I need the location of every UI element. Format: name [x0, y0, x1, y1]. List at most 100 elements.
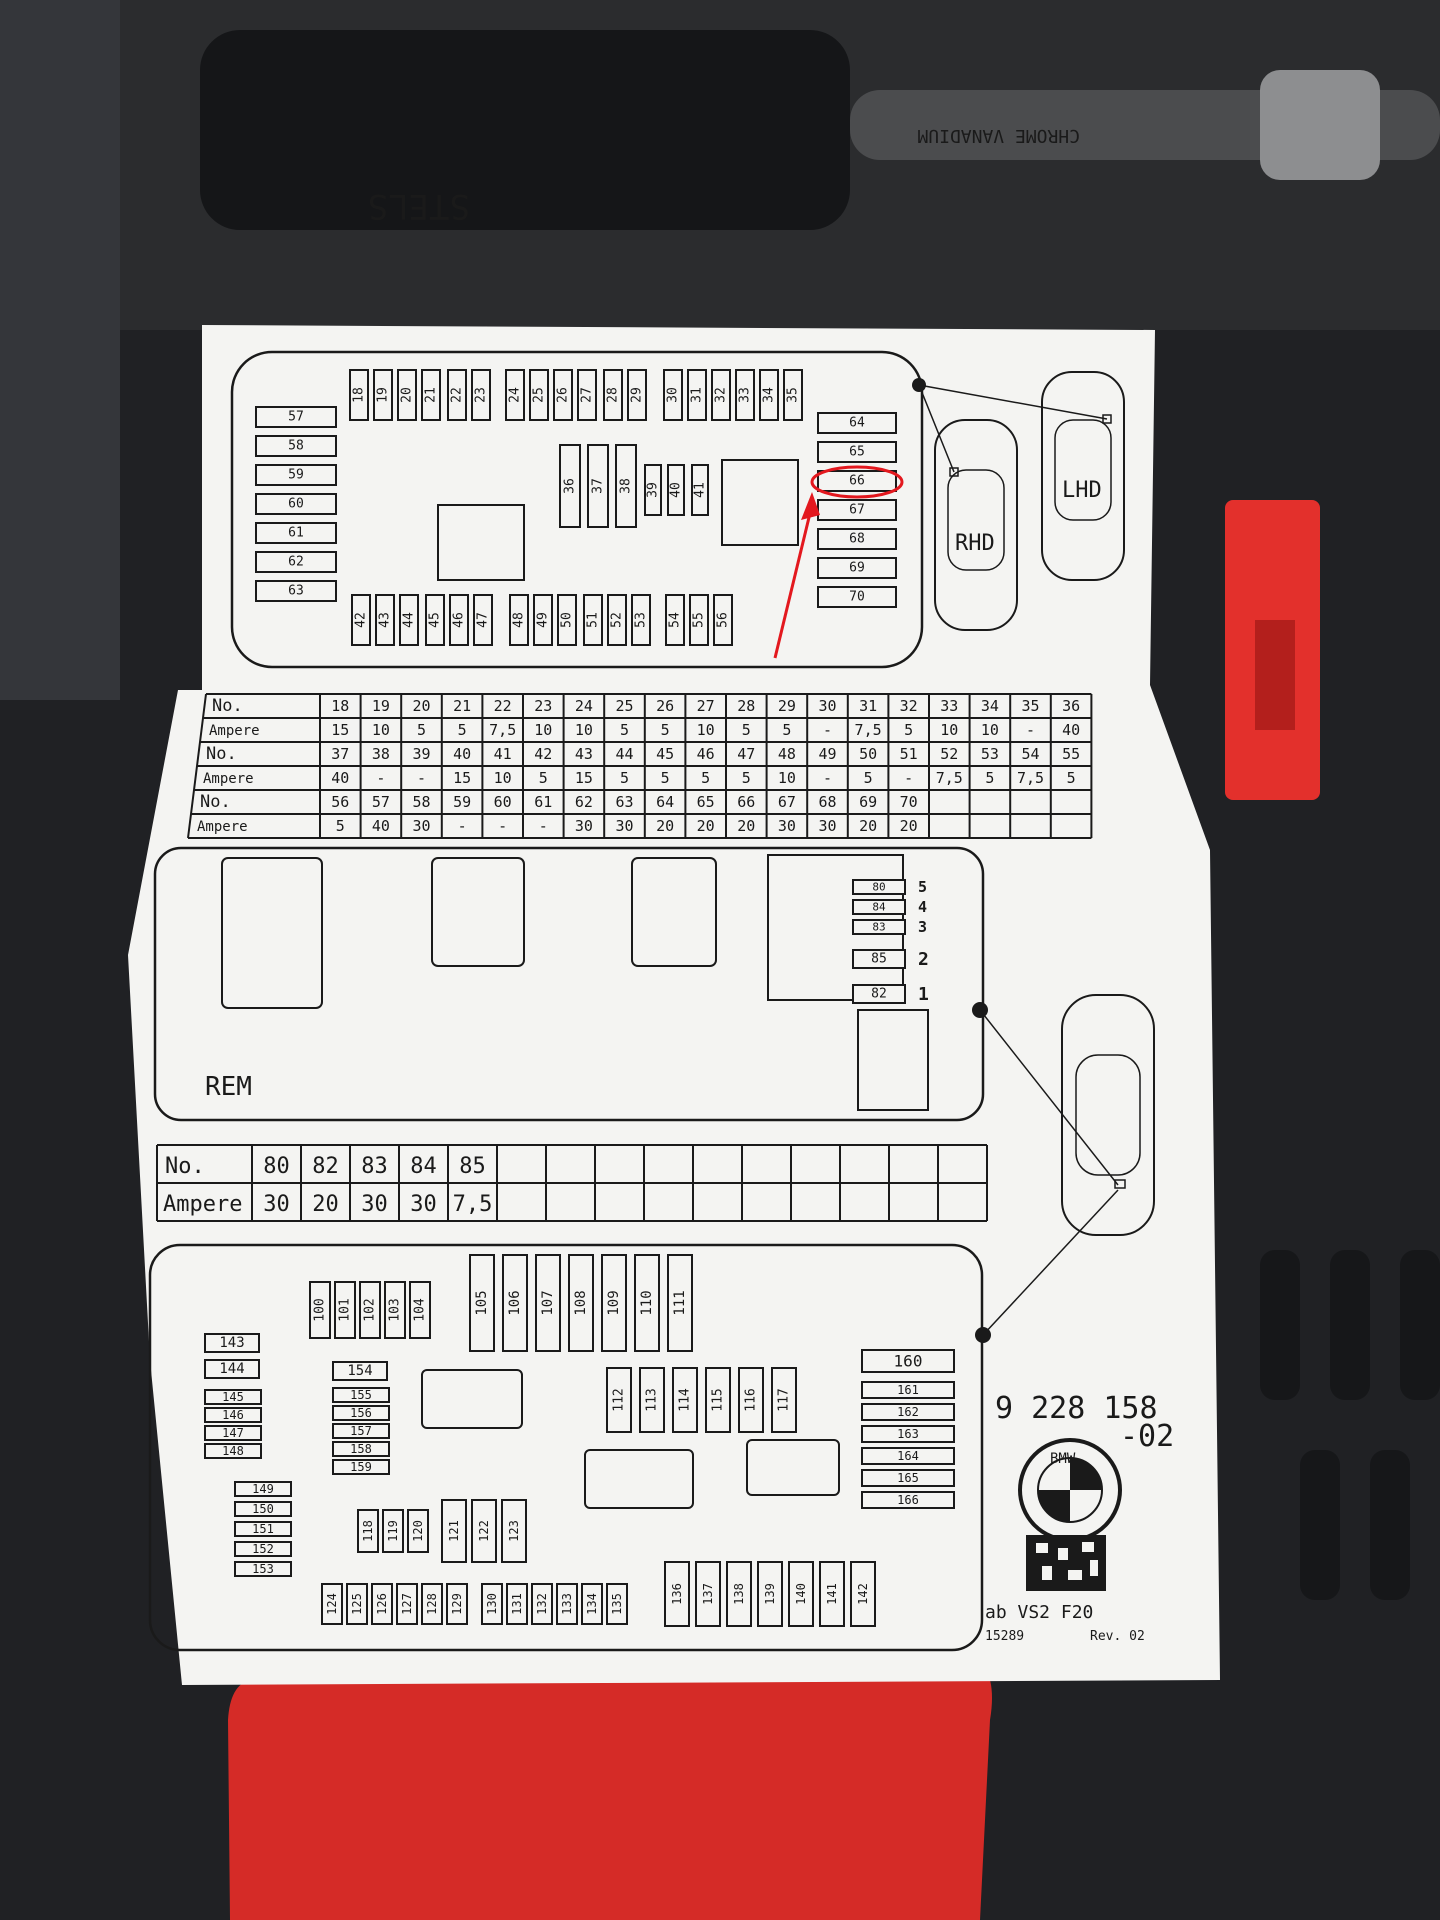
svg-text:66: 66 — [849, 474, 865, 489]
svg-text:BMW: BMW — [1050, 1451, 1076, 1467]
svg-text:136: 136 — [670, 1583, 684, 1605]
table-cell: 36 — [1062, 697, 1080, 715]
svg-text:33: 33 — [738, 387, 753, 403]
svg-text:43: 43 — [378, 612, 393, 628]
svg-text:63: 63 — [288, 584, 304, 599]
fuse-46: 46 — [449, 594, 469, 646]
fuse-48: 48 — [509, 594, 529, 646]
table-cell: 32 — [900, 697, 918, 715]
table-cell: 5 — [661, 769, 670, 787]
svg-text:38: 38 — [619, 478, 634, 494]
relay-block — [631, 857, 717, 967]
svg-text:34: 34 — [762, 387, 777, 403]
model-code: ab VS2 F20 — [985, 1602, 1093, 1623]
table-cell: 49 — [818, 745, 836, 763]
svg-text:120: 120 — [411, 1520, 425, 1542]
fuse-20: 20 — [397, 369, 417, 421]
table-cell: 40 — [453, 745, 471, 763]
svg-text:118: 118 — [361, 1520, 375, 1542]
svg-text:107: 107 — [540, 1290, 556, 1315]
svg-text:130: 130 — [485, 1593, 499, 1615]
table-cell: 30 — [263, 1192, 290, 1217]
bmw-logo-icon: BMW — [1018, 1438, 1122, 1542]
fuse-32: 32 — [711, 369, 731, 421]
svg-text:62: 62 — [288, 555, 304, 570]
fuse-152: 152 — [234, 1541, 292, 1557]
fuse-30: 30 — [663, 369, 683, 421]
fuse-37: 37 — [587, 444, 609, 528]
relay-block — [746, 1439, 840, 1496]
rem-box-outline — [153, 846, 985, 1122]
print-code: 15289 — [985, 1629, 1024, 1644]
table-cell: 5 — [701, 769, 710, 787]
table-cell: 64 — [656, 793, 674, 811]
fuse-161: 161 — [861, 1381, 955, 1399]
fuse-126: 126 — [371, 1583, 393, 1625]
svg-text:51: 51 — [586, 612, 601, 628]
svg-text:164: 164 — [897, 1449, 919, 1463]
fuse-144: 144 — [204, 1359, 260, 1379]
fuse-142: 142 — [850, 1561, 876, 1627]
table-cell: 7,5 — [936, 769, 963, 787]
svg-text:124: 124 — [325, 1593, 339, 1615]
table-cell: 40 — [372, 817, 390, 835]
fuse-34: 34 — [759, 369, 779, 421]
fuse-70: 70 — [817, 586, 897, 608]
svg-text:132: 132 — [535, 1593, 549, 1615]
table-cell: 20 — [859, 817, 877, 835]
svg-text:55: 55 — [692, 612, 707, 628]
svg-text:163: 163 — [897, 1427, 919, 1441]
table-cell: 68 — [818, 793, 836, 811]
table-cell: 69 — [859, 793, 877, 811]
svg-text:128: 128 — [425, 1593, 439, 1615]
fuse-56: 56 — [713, 594, 733, 646]
svg-text:123: 123 — [507, 1520, 521, 1542]
rhd-car-icon: RHD — [934, 419, 1018, 631]
fuse-68: 68 — [817, 528, 897, 550]
svg-text:42: 42 — [354, 612, 369, 628]
svg-text:105: 105 — [474, 1290, 490, 1315]
fuse-61: 61 — [255, 522, 337, 544]
svg-text:104: 104 — [413, 1298, 428, 1322]
fuse-22: 22 — [447, 369, 467, 421]
fuse-138: 138 — [726, 1561, 752, 1627]
table-cell: - — [823, 721, 832, 739]
table-cell: 10 — [494, 769, 512, 787]
svg-text:147: 147 — [222, 1426, 244, 1440]
fuse-66: 66 — [817, 470, 897, 492]
table-cell: 20 — [312, 1192, 339, 1217]
svg-text:47: 47 — [476, 612, 491, 628]
table-cell: 51 — [900, 745, 918, 763]
fuse-50: 50 — [557, 594, 577, 646]
svg-text:165: 165 — [897, 1471, 919, 1485]
table-cell: 7,5 — [453, 1192, 493, 1217]
fuse-118: 118 — [357, 1509, 379, 1553]
svg-text:31: 31 — [690, 387, 705, 403]
table-cell: 39 — [412, 745, 430, 763]
svg-text:145: 145 — [222, 1390, 244, 1404]
relay-block — [857, 1009, 929, 1111]
svg-text:149: 149 — [252, 1482, 274, 1496]
fuse-148: 148 — [204, 1443, 262, 1459]
fuse-19: 19 — [373, 369, 393, 421]
table-cell: 30 — [361, 1192, 388, 1217]
relay-block — [221, 857, 323, 1009]
fuse-140: 140 — [788, 1561, 814, 1627]
svg-text:135: 135 — [610, 1593, 624, 1615]
fuse-115: 115 — [705, 1367, 731, 1433]
svg-text:24: 24 — [508, 387, 523, 403]
table-cell: 56 — [331, 793, 349, 811]
paper — [128, 325, 1220, 1685]
svg-text:61: 61 — [288, 526, 304, 541]
svg-text:65: 65 — [849, 445, 865, 460]
svg-text:69: 69 — [849, 561, 865, 576]
svg-text:139: 139 — [763, 1583, 777, 1605]
fuse-143: 143 — [204, 1333, 260, 1353]
table-cell: 21 — [453, 697, 471, 715]
svg-text:52: 52 — [610, 612, 625, 628]
table-cell: 25 — [615, 697, 633, 715]
table-cell: 30 — [575, 817, 593, 835]
svg-text:116: 116 — [744, 1388, 759, 1411]
